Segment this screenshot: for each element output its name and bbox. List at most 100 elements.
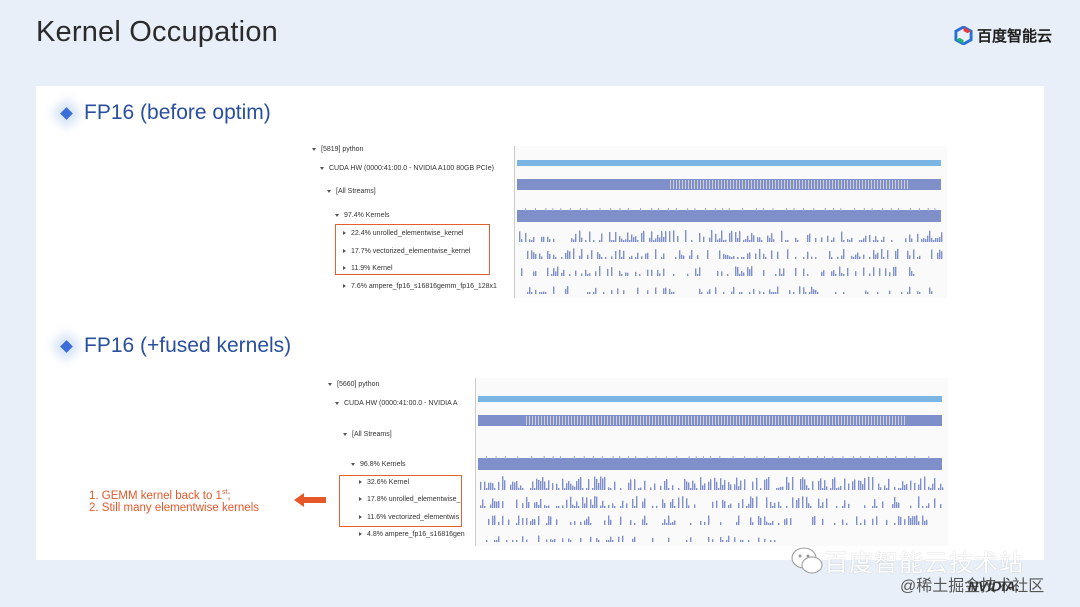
timeline-segment bbox=[622, 535, 624, 542]
tree-row[interactable]: [5819] python bbox=[312, 146, 363, 153]
tree-row[interactable]: 22.4% unrolled_elementwise_kernel bbox=[343, 230, 463, 237]
timeline-segment bbox=[758, 515, 760, 525]
timeline-segment bbox=[914, 482, 916, 490]
timeline-segment bbox=[629, 240, 631, 242]
caret-right-icon[interactable] bbox=[359, 515, 362, 520]
timeline-segment bbox=[601, 233, 603, 242]
tree-row[interactable]: 7.6% ampere_fp16_s16816gemm_fp16_128x1 bbox=[343, 283, 497, 290]
timeline-fused[interactable] bbox=[475, 378, 948, 546]
caret-right-icon[interactable] bbox=[359, 532, 362, 537]
timeline-segment bbox=[522, 503, 524, 508]
timeline-segment bbox=[516, 480, 518, 490]
timeline-segment bbox=[859, 416, 860, 425]
timeline-segment bbox=[634, 506, 636, 508]
timeline-segment bbox=[841, 273, 843, 276]
timeline-segment bbox=[802, 416, 803, 425]
timeline-segment bbox=[778, 523, 780, 525]
timeline-segment bbox=[919, 292, 921, 294]
timeline-segment bbox=[744, 479, 746, 490]
timeline-before[interactable] bbox=[514, 146, 947, 298]
timeline-segment bbox=[623, 250, 625, 259]
caret-down-icon[interactable] bbox=[320, 166, 324, 170]
caret-down-icon[interactable] bbox=[312, 147, 316, 151]
tree-row[interactable]: [All Streams] bbox=[327, 188, 376, 195]
timeline-segment bbox=[631, 255, 633, 259]
tree-row[interactable]: 11.6% vectorized_elementwis bbox=[359, 514, 459, 521]
tree-row[interactable]: 11.9% Kernel bbox=[343, 265, 393, 272]
timeline-segment bbox=[871, 208, 873, 211]
tree-row[interactable]: 17.7% vectorized_elementwise_kernel bbox=[343, 248, 470, 255]
tree-row[interactable]: 97.4% Kernels bbox=[335, 212, 390, 219]
timeline-segment bbox=[520, 485, 522, 490]
timeline-segment bbox=[552, 483, 554, 490]
timeline-segment bbox=[640, 208, 642, 211]
tree-row[interactable]: CUDA HW (0000:41:00.0 - NVIDIA A100 80GB… bbox=[320, 165, 494, 172]
caret-down-icon[interactable] bbox=[327, 189, 331, 193]
timeline-segment bbox=[871, 416, 872, 425]
timeline-segment bbox=[562, 416, 563, 425]
timeline-segment bbox=[598, 540, 600, 542]
caret-right-icon[interactable] bbox=[359, 497, 362, 502]
timeline-segment bbox=[769, 180, 770, 189]
timeline-segment bbox=[685, 416, 686, 425]
timeline-segment bbox=[708, 481, 710, 490]
timeline-segment bbox=[815, 237, 817, 242]
timeline-segment bbox=[911, 271, 913, 276]
timeline-segment bbox=[619, 236, 621, 242]
timeline-segment bbox=[877, 240, 879, 242]
caret-down-icon[interactable] bbox=[335, 401, 339, 405]
timeline-segment bbox=[700, 477, 702, 490]
timeline-segment bbox=[695, 456, 697, 459]
tree-row[interactable]: CUDA HW (0000:41:00.0 - NVIDIA A bbox=[335, 400, 458, 407]
timeline-segment bbox=[672, 522, 674, 525]
timeline-segment bbox=[567, 250, 569, 259]
timeline-segment bbox=[646, 416, 647, 425]
timeline-segment bbox=[488, 518, 490, 525]
caret-down-icon[interactable] bbox=[343, 432, 347, 436]
timeline-segment bbox=[900, 488, 902, 490]
timeline-segment bbox=[541, 292, 543, 294]
timeline-segment bbox=[679, 416, 680, 425]
annotation-line-2: 2. Still many elementwise kernels bbox=[89, 501, 260, 514]
caret-right-icon[interactable] bbox=[359, 480, 362, 485]
timeline-segment bbox=[869, 234, 871, 242]
tree-row[interactable]: [All Streams] bbox=[343, 431, 392, 438]
timeline-segment bbox=[775, 292, 777, 294]
caret-down-icon[interactable] bbox=[351, 462, 355, 466]
timeline-segment bbox=[595, 271, 597, 276]
timeline-segment bbox=[740, 539, 742, 542]
timeline-segment bbox=[909, 255, 911, 259]
timeline-segment bbox=[579, 230, 581, 242]
caret-right-icon[interactable] bbox=[343, 231, 346, 236]
caret-down-icon[interactable] bbox=[328, 382, 332, 386]
timeline-segment bbox=[766, 479, 768, 490]
timeline-segment bbox=[737, 266, 739, 276]
timeline-segment bbox=[674, 520, 676, 525]
timeline-segment bbox=[710, 479, 712, 490]
timeline-segment bbox=[597, 252, 599, 259]
caret-right-icon[interactable] bbox=[343, 284, 346, 289]
tree-row[interactable]: 17.8% unrolled_elementwise_ bbox=[359, 496, 460, 503]
tree-row[interactable]: 4.8% ampere_fp16_s16816gen bbox=[359, 531, 465, 538]
caret-down-icon[interactable] bbox=[335, 213, 339, 217]
timeline-segment bbox=[917, 257, 919, 259]
logo-text: 百度智能云 bbox=[977, 28, 1053, 45]
timeline-segment bbox=[548, 505, 550, 508]
watermark-text: 百度智能云技术站 bbox=[824, 550, 1024, 577]
timeline-segment bbox=[777, 286, 779, 294]
caret-right-icon[interactable] bbox=[343, 266, 346, 271]
timeline-segment bbox=[784, 180, 785, 189]
timeline-segment bbox=[788, 482, 790, 490]
tree-row[interactable]: 96.8% Kernels bbox=[351, 461, 406, 468]
timeline-segment bbox=[745, 238, 747, 242]
timeline-segment bbox=[709, 180, 710, 189]
tree-row[interactable]: 32.6% Kernel bbox=[359, 479, 409, 486]
timeline-segment bbox=[504, 480, 506, 490]
timeline-segment bbox=[864, 505, 866, 508]
timeline-segment bbox=[841, 180, 842, 189]
timeline-segment bbox=[751, 180, 752, 189]
caret-right-icon[interactable] bbox=[343, 249, 346, 254]
timeline-segment bbox=[832, 479, 834, 490]
timeline-segment bbox=[769, 237, 771, 242]
tree-row[interactable]: [5660] python bbox=[328, 381, 379, 388]
